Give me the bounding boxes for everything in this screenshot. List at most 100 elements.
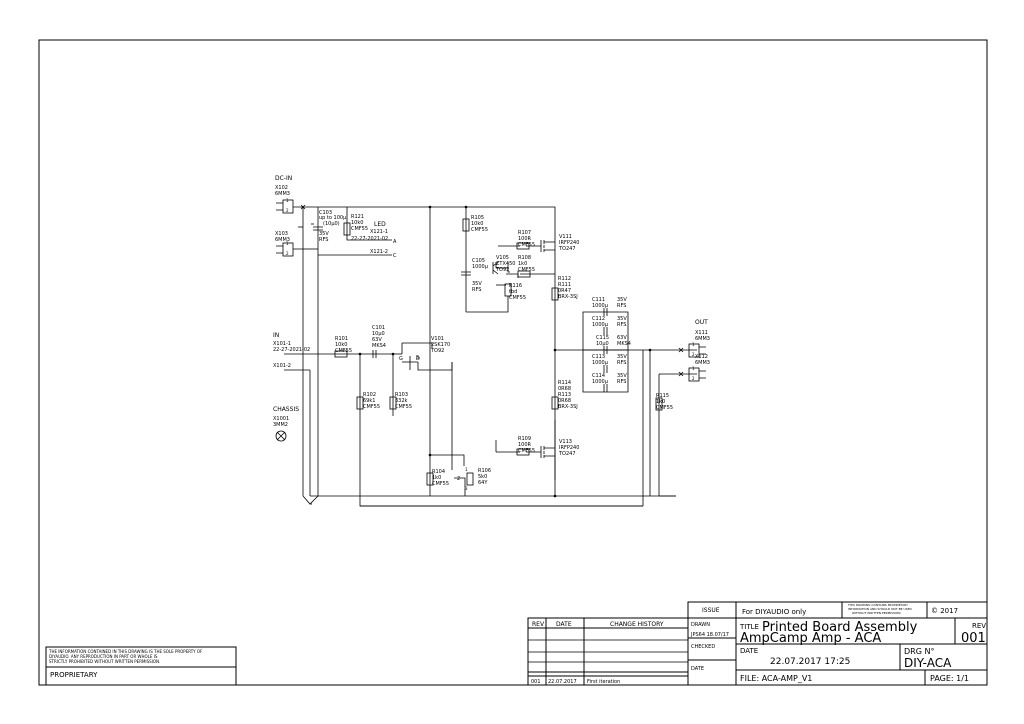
checked-label: CHECKED — [691, 644, 715, 650]
c115-volt: 63V — [617, 335, 627, 341]
jfet-v101 — [402, 356, 418, 370]
mosfet-v111 — [540, 240, 555, 252]
v113-type: IRFP240 — [559, 445, 579, 451]
r111-val: 0R47 — [558, 288, 571, 294]
x112-ref: X112 — [695, 354, 708, 360]
x103-pin2: 2 — [286, 251, 289, 256]
r101-val: 10k0 — [335, 342, 347, 348]
capacitor-c101 — [372, 350, 377, 358]
c114-type: RFS — [617, 379, 626, 385]
r106-type: 64Y — [478, 480, 488, 486]
x102-pin2: 2 — [286, 208, 289, 213]
resistor-r107 — [516, 242, 530, 250]
r116-type: CMF55 — [509, 295, 526, 301]
in-pn: 22-27-2021-02 — [273, 347, 310, 353]
v105-ref: V105 — [496, 255, 509, 261]
c112-val: 1000µ — [592, 322, 609, 328]
led-ref2: X121-2 — [370, 249, 388, 255]
component-symbols — [275, 199, 706, 498]
notice-line2: DIYAUDIO. ANY REPRODUCTION IN PART OR WH… — [49, 654, 158, 659]
c105-type: RFS — [472, 287, 481, 293]
resistor-r106 — [466, 472, 474, 486]
resistor-r102 — [356, 396, 364, 410]
c103-val2: (10µ0) — [323, 221, 340, 227]
wiring — [284, 206, 697, 507]
resistor-r121 — [343, 222, 351, 236]
r106-pin3: 3 — [465, 486, 468, 491]
led-ref1: X121-1 — [370, 229, 388, 235]
r104-val: 1k0 — [432, 475, 441, 481]
r102-type: CMF55 — [363, 404, 380, 410]
c105-val: 1000µ — [472, 264, 489, 270]
r111-ref: R111 — [558, 282, 571, 288]
date-value: 22.07.2017 17:25 — [770, 657, 850, 667]
connector-x103 — [276, 242, 303, 257]
capacitor-c115 — [603, 346, 608, 354]
capacitor-c114 — [603, 384, 608, 392]
r106-pin1: 1 — [465, 467, 468, 472]
history-date-header: DATE — [556, 621, 572, 628]
r114-val: 0R68 — [558, 386, 571, 392]
r112-ref: R112 — [558, 276, 571, 282]
r115-ref: R115 — [656, 393, 669, 399]
tiny-line1: THIS DRAWING CONTAINS PROPRIETARY — [847, 603, 908, 607]
bjt-v105 — [492, 261, 499, 275]
copyright-label: © 2017 — [931, 607, 958, 615]
led-pin-c: C — [393, 253, 397, 259]
capacitor-c112 — [603, 327, 608, 335]
resistor-r116 — [504, 283, 512, 297]
notice-line3: STRICTLY PROHIBITED WITHOUT WRITTEN PERM… — [49, 659, 160, 664]
c111-type: RFS — [617, 303, 626, 309]
c101-volt: 63V — [372, 337, 382, 343]
c105-volt: 35V — [472, 281, 482, 287]
c103-ref: C103 — [319, 210, 332, 216]
r115-val: 1k0 — [656, 399, 665, 405]
in-title: IN — [273, 332, 279, 339]
capacitor-c113 — [603, 365, 608, 373]
c114-val: 1000µ — [592, 379, 609, 385]
v111-type: IRFP240 — [559, 240, 579, 246]
r121-val: 10k0 — [351, 220, 363, 226]
c101-type: MKS4 — [372, 343, 386, 349]
c115-val: 10µ0 — [596, 341, 609, 347]
chassis-ref: X1001 — [273, 416, 289, 422]
r113-type: BRX-3SJ — [558, 404, 578, 410]
x103-pin1: 1 — [286, 241, 289, 246]
x112-type: 6MM3 — [695, 360, 710, 366]
x112-pin2: 2 — [692, 376, 695, 381]
r121-ref: R121 — [351, 214, 364, 220]
title-block: ISSUE DRAWN JPS64 18.07/17 CHECKED DATE … — [687, 601, 988, 686]
connector-x111 — [678, 343, 706, 358]
x102-type: 6MM3 — [275, 191, 290, 197]
led-pn: 22-27-2021-02 — [351, 236, 388, 242]
change-history: REV DATE CHANGE HISTORY 001 22.07.2017 F… — [527, 617, 689, 686]
history-row-change: First iteration — [587, 679, 620, 685]
junctions — [358, 205, 652, 498]
c111-volt: 35V — [617, 297, 627, 303]
chassis-title: CHASSIS — [273, 406, 299, 413]
v101-pin-g: G — [399, 356, 403, 362]
c103-val: up to 100µ — [319, 215, 347, 221]
r103-ref: R103 — [395, 392, 408, 398]
in-ref1: X101-1 — [273, 341, 291, 347]
v101-type: 2SK170 — [431, 342, 450, 348]
r109-ref: R109 — [518, 436, 531, 442]
proprietary-notice: THE INFORMATION CONTAINED IN THIS DRAWIN… — [45, 646, 237, 686]
r116-ref: R116 — [509, 283, 522, 289]
c112-volt: 35V — [617, 316, 627, 322]
r104-ref: R104 — [432, 469, 445, 475]
for-use-label: For DIYAUDIO only — [742, 608, 806, 616]
v101-pin-s: S — [416, 355, 419, 361]
r109-type: CMF55 — [518, 448, 535, 454]
x102-ref: X102 — [275, 185, 288, 191]
c112-type: RFS — [617, 322, 626, 328]
in-ref2: X101-2 — [273, 363, 291, 369]
x111-pin2: 2 — [692, 352, 695, 357]
rev-value: 001 — [961, 631, 986, 646]
r115-type: CMF55 — [656, 405, 673, 411]
tiny-line3: WITHOUT WRITTEN PERMISSION — [852, 611, 901, 615]
led-pin-a: A — [393, 239, 397, 245]
date-left-label: DATE — [691, 666, 704, 672]
v101-ref: V101 — [431, 336, 444, 342]
x103-type: 6MM3 — [275, 237, 290, 243]
